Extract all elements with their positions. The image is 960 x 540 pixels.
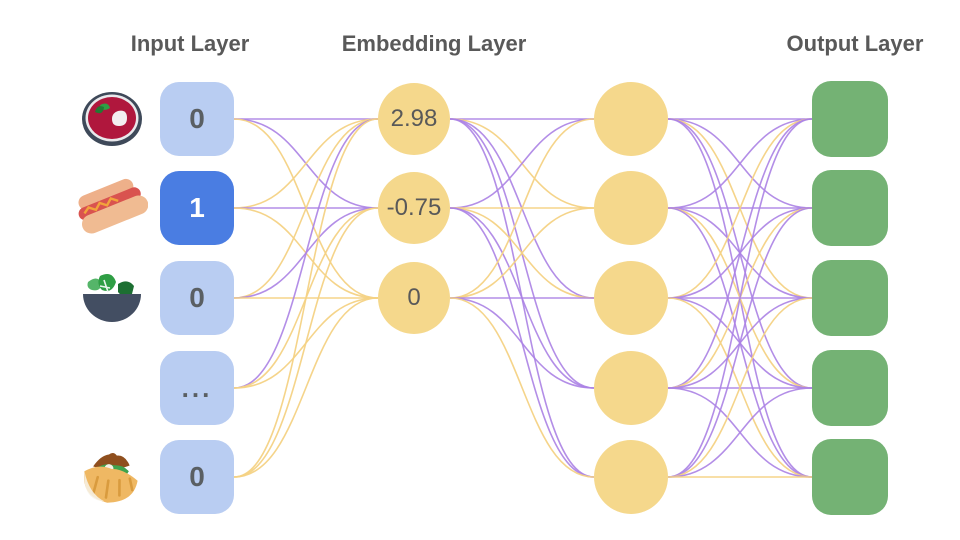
output-node-1 (812, 81, 888, 157)
input-value: ... (181, 373, 213, 403)
output-node-3 (812, 260, 888, 336)
hidden-node-4 (594, 351, 668, 425)
embedding-value: 2.98 (390, 105, 438, 132)
input-value: 0 (189, 282, 205, 313)
salad-bowl-icon (80, 268, 144, 333)
hotdog-icon (74, 178, 149, 241)
input-layer-title: Input Layer (130, 31, 250, 56)
output-node-5 (812, 439, 888, 515)
borscht-soup-icon (80, 89, 144, 154)
embedding-node-3: 0 (378, 262, 450, 334)
embedding-node-2: -0.75 (378, 172, 450, 244)
input-value: 1 (189, 192, 205, 223)
input-node-borscht: 0 (160, 82, 234, 156)
hidden-node-5 (594, 440, 668, 514)
input-node-salad: 0 (160, 261, 234, 335)
embedding-node-1: 2.98 (378, 83, 450, 155)
input-node-pita: 0 (160, 440, 234, 514)
input-value: 0 (189, 461, 205, 492)
hidden-node-2 (594, 171, 668, 245)
embedding-value: -0.75 (386, 194, 442, 221)
output-layer-title: Output Layer (786, 31, 924, 56)
hidden-node-1 (594, 82, 668, 156)
embedding-value: 0 (407, 284, 421, 311)
embedding-layer-title: Embedding Layer (341, 31, 527, 56)
output-node-4 (812, 350, 888, 426)
output-node-2 (812, 170, 888, 246)
hidden-node-3 (594, 261, 668, 335)
input-value: 0 (189, 103, 205, 134)
input-node-hotdog-active: 1 (160, 171, 234, 245)
input-node-ellipsis: ... (160, 351, 234, 425)
pita-icon (78, 443, 144, 514)
